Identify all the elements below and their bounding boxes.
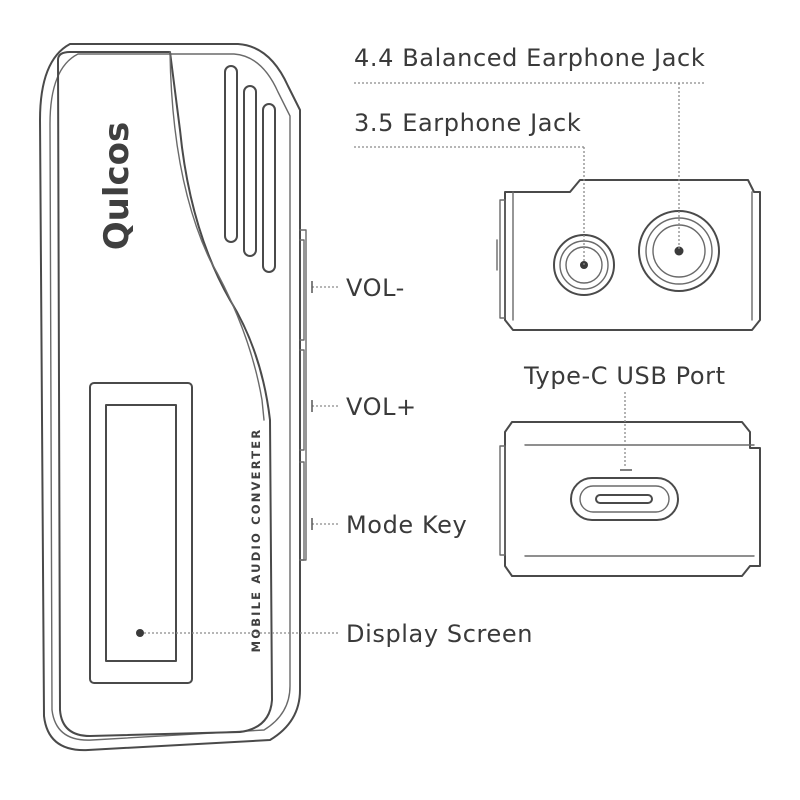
leader-lines xyxy=(136,82,706,637)
usb-c-port xyxy=(570,469,679,521)
brand-logo: Qulcos xyxy=(97,122,137,251)
device-caption: MOBILE AUDIO CONVERTER xyxy=(249,428,263,653)
label-display-screen: Display Screen xyxy=(346,620,533,648)
bottom-port-view xyxy=(499,421,761,577)
top-port-view xyxy=(496,179,761,331)
vent-slots xyxy=(224,65,276,273)
label-usb-port: Type-C USB Port xyxy=(523,362,726,390)
label-balanced-jack: 4.4 Balanced Earphone Jack xyxy=(354,44,705,72)
label-vol-plus: VOL+ xyxy=(346,393,417,421)
label-earphone-jack: 3.5 Earphone Jack xyxy=(354,109,581,137)
label-vol-minus: VOL- xyxy=(346,274,405,302)
device-body xyxy=(39,43,307,752)
display-screen xyxy=(89,382,193,684)
label-mode-key: Mode Key xyxy=(346,511,467,539)
